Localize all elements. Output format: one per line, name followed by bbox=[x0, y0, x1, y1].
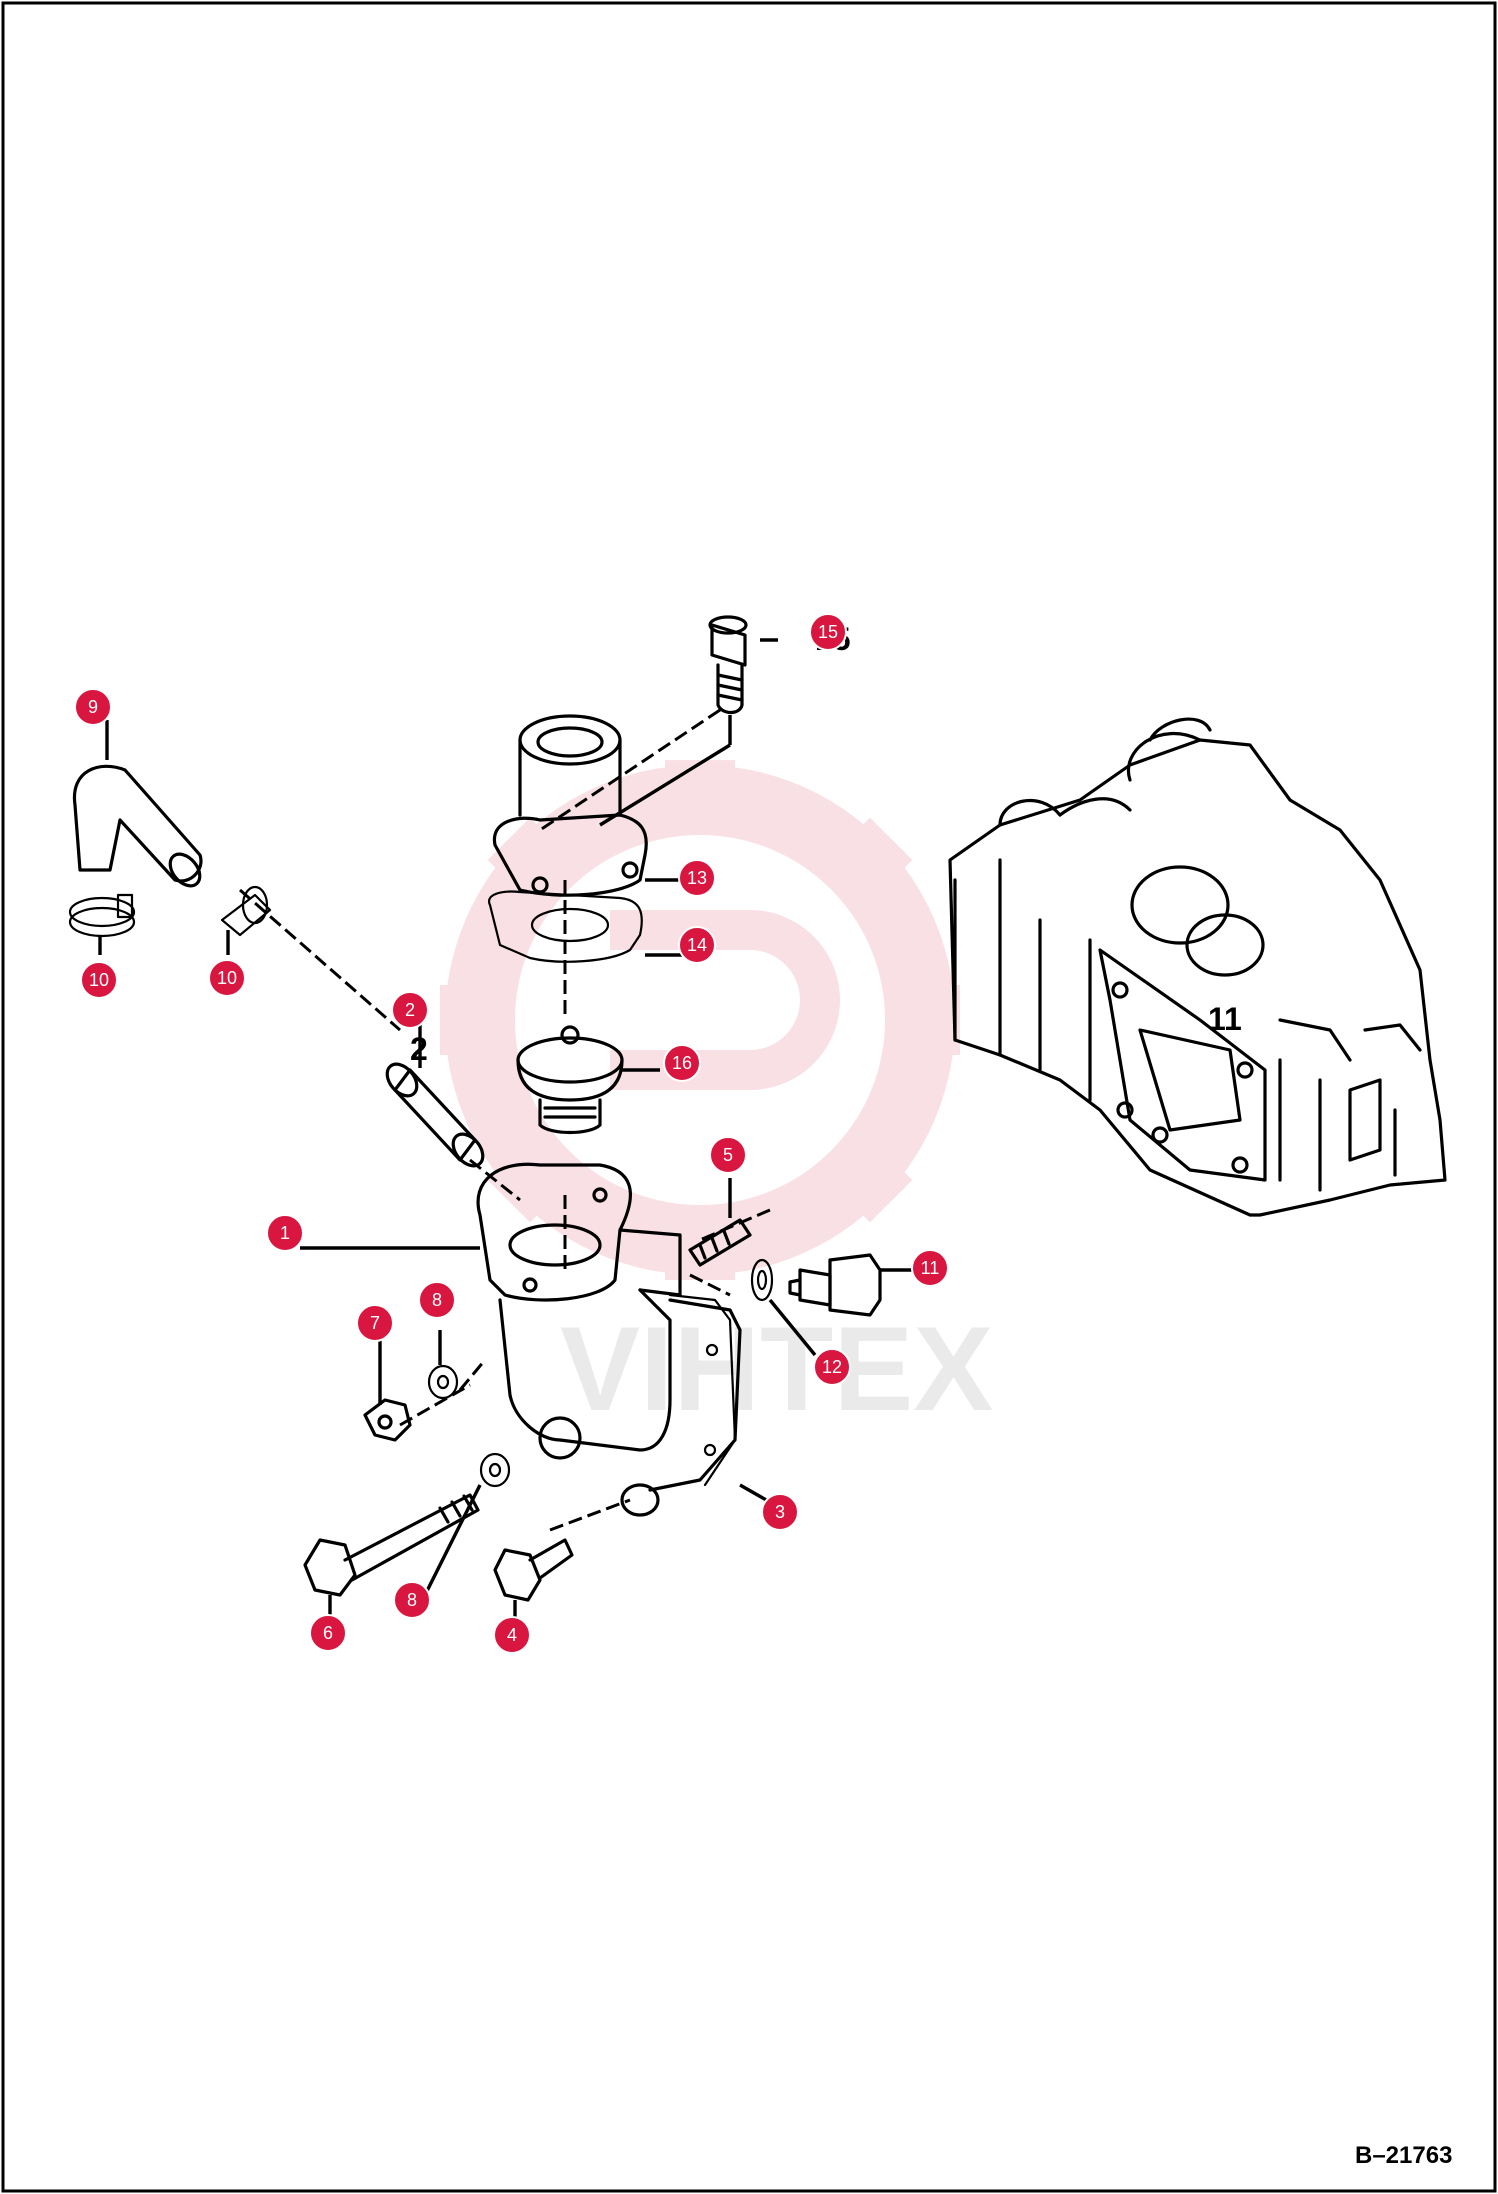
part-gasket-side bbox=[668, 1293, 737, 1487]
assembly-leaders bbox=[239, 708, 771, 1532]
part-nut bbox=[363, 1398, 412, 1442]
svg-text:8: 8 bbox=[432, 1290, 442, 1310]
svg-text:8: 8 bbox=[407, 1590, 417, 1610]
part-hose-clamp-right bbox=[220, 885, 272, 937]
svg-text:10: 10 bbox=[217, 968, 237, 988]
callout-badge-9: 9 bbox=[74, 688, 112, 726]
callout-badge-2: 2 bbox=[391, 991, 429, 1029]
callout-badge-1: 1 bbox=[266, 1214, 304, 1252]
svg-text:11: 11 bbox=[921, 1258, 940, 1278]
svg-text:1: 1 bbox=[280, 1223, 290, 1243]
callout-badge-10-right: 10 bbox=[208, 959, 246, 997]
callout-leaders bbox=[98, 638, 912, 1630]
svg-text:5: 5 bbox=[723, 1145, 733, 1165]
callout-badge-7: 7 bbox=[356, 1304, 394, 1342]
watermark-logo bbox=[440, 760, 960, 1280]
engine-block bbox=[948, 717, 1447, 1217]
callout-badge-15: 15 bbox=[809, 613, 847, 651]
svg-text:3: 3 bbox=[775, 1502, 785, 1522]
part-short-bolt bbox=[493, 1538, 574, 1602]
svg-text:2: 2 bbox=[410, 1031, 428, 1067]
part-gasket-top bbox=[487, 890, 643, 963]
svg-text:14: 14 bbox=[687, 935, 707, 955]
part-long-bolt bbox=[303, 1493, 480, 1597]
callout-badge-13: 13 bbox=[678, 859, 716, 897]
callout-badge-11: 11 bbox=[911, 1249, 949, 1287]
part-drain-plug bbox=[788, 1253, 882, 1317]
svg-text:9: 9 bbox=[88, 697, 98, 717]
svg-text:13: 13 bbox=[687, 868, 707, 888]
drawing-number: B–21763 bbox=[1355, 2142, 1452, 2169]
svg-text:6: 6 bbox=[323, 1623, 333, 1643]
part-bolt-top bbox=[708, 615, 748, 715]
callout-badge-14: 14 bbox=[678, 926, 716, 964]
callout-badge-8-upper: 8 bbox=[418, 1281, 456, 1319]
callout-badge-10-left: 10 bbox=[80, 961, 118, 999]
part-washer-plug bbox=[750, 1258, 774, 1302]
part-hose bbox=[72, 764, 203, 888]
part-thermostat bbox=[516, 1025, 624, 1135]
callout-badge-3: 3 bbox=[761, 1493, 799, 1531]
svg-text:16: 16 bbox=[672, 1053, 692, 1073]
part-stud bbox=[688, 1218, 752, 1267]
callout-badge-4: 4 bbox=[493, 1616, 531, 1654]
part-pipe bbox=[385, 1062, 485, 1168]
part-washer-lower bbox=[479, 1452, 511, 1488]
svg-text:4: 4 bbox=[507, 1625, 517, 1645]
svg-text:12: 12 bbox=[822, 1357, 842, 1377]
svg-text:2: 2 bbox=[405, 1000, 415, 1020]
svg-text:7: 7 bbox=[370, 1313, 380, 1333]
callout-badge-12: 12 bbox=[813, 1348, 851, 1386]
callout-badge-6: 6 bbox=[309, 1614, 347, 1652]
part-washer-upper bbox=[427, 1364, 459, 1400]
callout-badge-16: 16 bbox=[663, 1044, 701, 1082]
engine-block-label: 11 bbox=[1208, 1001, 1242, 1037]
callout-badge-8-lower: 8 bbox=[393, 1581, 431, 1619]
watermark-text: VIHTEX bbox=[560, 1302, 993, 1436]
part-hose-clamp-left bbox=[68, 893, 136, 938]
svg-text:15: 15 bbox=[818, 622, 838, 642]
svg-text:10: 10 bbox=[89, 970, 109, 990]
callout-badge-5: 5 bbox=[709, 1136, 747, 1174]
